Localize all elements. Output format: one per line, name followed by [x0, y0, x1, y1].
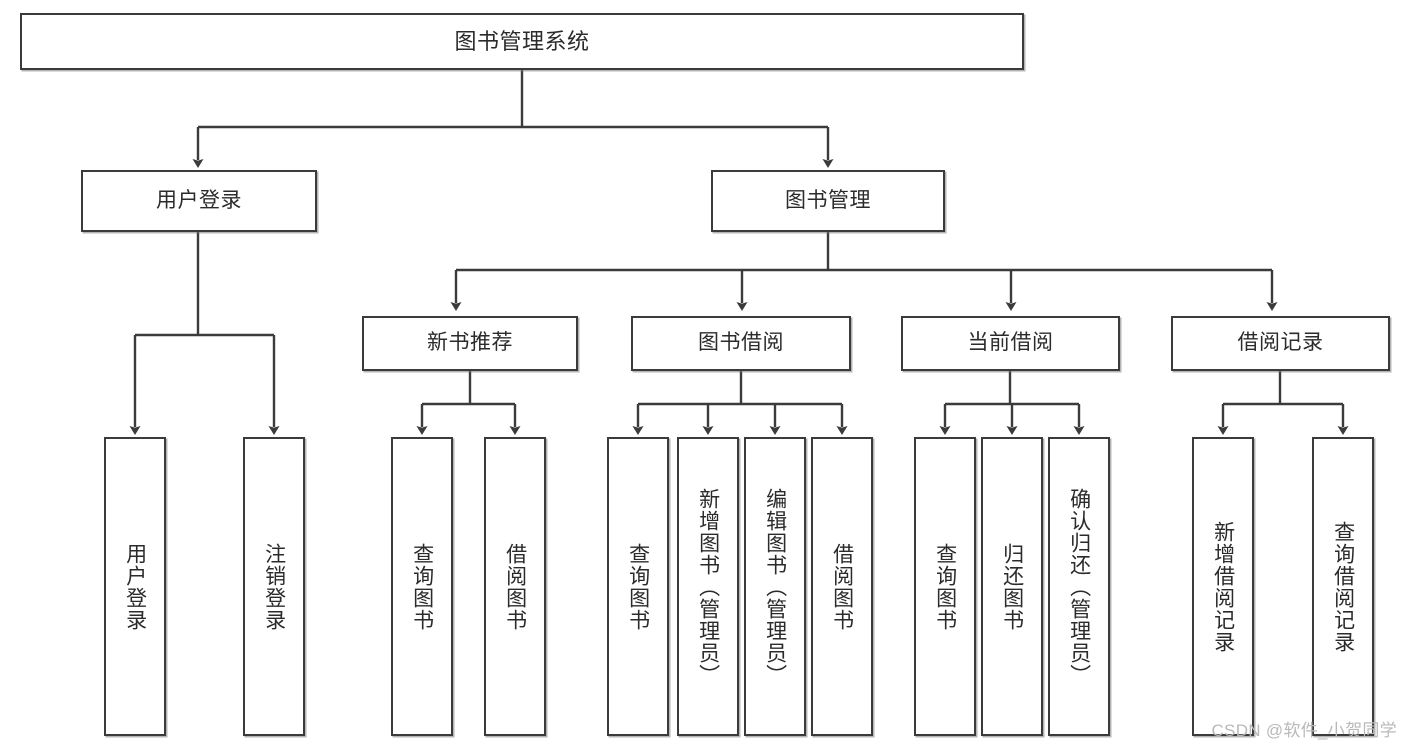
node-current-borrow[interactable]: 当前借阅: [901, 316, 1120, 371]
node-book-management[interactable]: 图书管理: [711, 170, 945, 232]
node-label: 编辑图书（管理员）: [763, 487, 787, 686]
leaf-recommend-borrow-book[interactable]: 借阅图书: [484, 437, 546, 736]
node-label: 用户登录: [156, 188, 242, 212]
leaf-current-query-book[interactable]: 查询图书: [914, 437, 976, 736]
leaf-borrow-borrow-book[interactable]: 借阅图书: [811, 437, 873, 736]
node-label: 图书借阅: [698, 331, 784, 355]
node-label: 借阅记录: [1237, 331, 1324, 355]
leaf-current-return-book[interactable]: 归还图书: [981, 437, 1043, 736]
node-label: 查询图书: [626, 542, 650, 631]
node-user-login[interactable]: 用户登录: [81, 170, 317, 232]
node-label: 查询图书: [410, 542, 434, 631]
node-label: 借阅图书: [503, 542, 527, 631]
leaf-recommend-query-book[interactable]: 查询图书: [391, 437, 453, 736]
node-borrow-record[interactable]: 借阅记录: [1171, 316, 1390, 371]
node-label: 归还图书: [1000, 542, 1024, 631]
node-label: 注销登录: [262, 542, 286, 631]
watermark-text: CSDN @软件_小贺同学: [1211, 721, 1397, 740]
leaf-user-login-login[interactable]: 用户登录: [104, 437, 166, 736]
leaf-current-confirm-return-admin[interactable]: 确认归还（管理员）: [1048, 437, 1110, 736]
node-label: 新书推荐: [427, 331, 513, 355]
node-label: 当前借阅: [967, 331, 1054, 355]
leaf-record-query-record[interactable]: 查询借阅记录: [1312, 437, 1374, 736]
leaf-record-add-record[interactable]: 新增借阅记录: [1192, 437, 1254, 736]
node-root-system[interactable]: 图书管理系统: [20, 13, 1024, 70]
node-label: 确认归还（管理员）: [1067, 487, 1091, 686]
leaf-user-login-logout[interactable]: 注销登录: [243, 437, 305, 736]
leaf-borrow-add-book-admin[interactable]: 新增图书（管理员）: [677, 437, 739, 736]
node-label: 借阅图书: [830, 542, 854, 631]
node-new-book-recommend[interactable]: 新书推荐: [362, 316, 578, 371]
node-label: 图书管理系统: [454, 28, 590, 54]
node-book-borrow[interactable]: 图书借阅: [631, 316, 851, 371]
leaf-borrow-query-book[interactable]: 查询图书: [607, 437, 669, 736]
node-label: 新增借阅记录: [1211, 520, 1235, 653]
node-label: 查询借阅记录: [1331, 520, 1355, 653]
leaf-borrow-edit-book-admin[interactable]: 编辑图书（管理员）: [744, 437, 806, 736]
node-label: 新增图书（管理员）: [696, 487, 720, 686]
node-label: 用户登录: [123, 542, 147, 631]
node-label: 图书管理: [785, 188, 871, 212]
node-label: 查询图书: [933, 542, 957, 631]
